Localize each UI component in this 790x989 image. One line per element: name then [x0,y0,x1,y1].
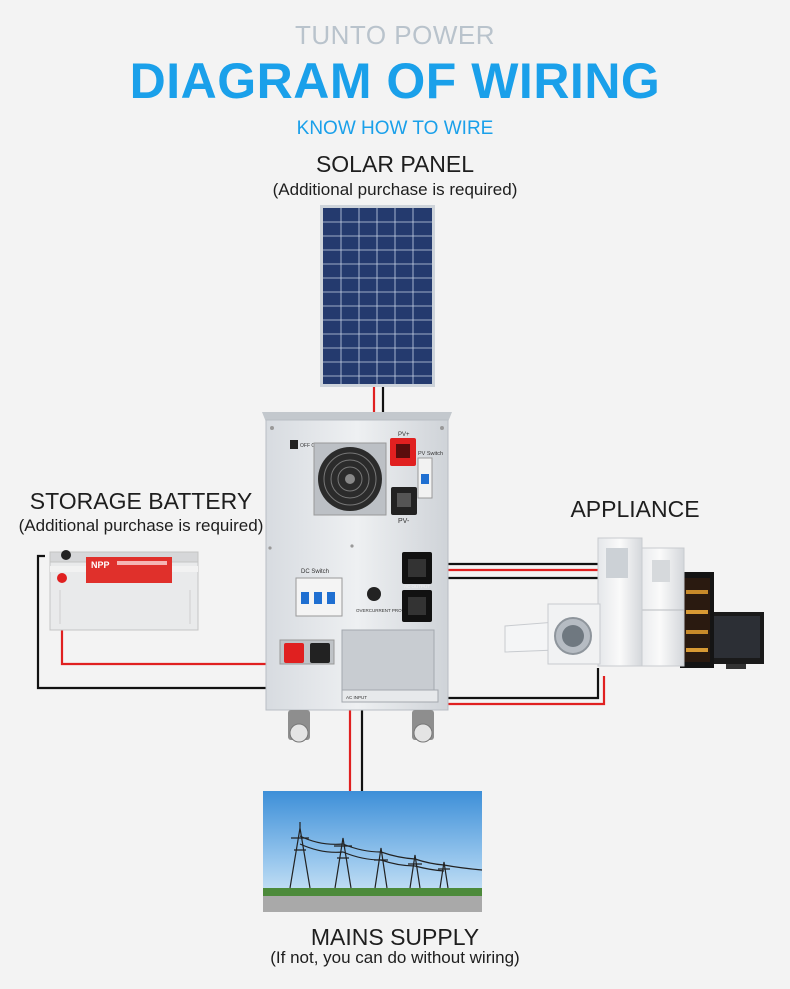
battery-brand-text: NPP [91,560,110,570]
page-title: DIAGRAM OF WIRING [129,53,661,109]
inverter-cabinet: OFF ON PV+ PV- PV Switch DC Switch OVERC… [262,412,452,743]
power-switch-text: OFF ON [300,443,319,449]
appliances [504,537,764,669]
appliance-label: APPLIANCE [570,496,700,522]
pv-plus-text: PV+ [398,432,410,438]
page-subtitle: KNOW HOW TO WIRE [296,118,494,139]
pv-switch-text: PV Switch [418,451,443,457]
mains-supply-note: (If not, you can do without wiring) [270,948,520,967]
dc-switch-text: DC Switch [301,569,329,575]
solar-panel [320,205,435,387]
storage-battery-note: (Additional purchase is required) [18,516,264,535]
mains-supply-label: MAINS SUPPLY [310,924,480,950]
brand-name: TUNTO POWER [294,20,496,50]
solar-panel-label: SOLAR PANEL [315,151,475,177]
pv-minus-text: PV- [398,518,410,525]
mains-supply-picture [263,791,483,912]
storage-battery: NPP [49,550,199,631]
overcurrent-text: OVERCURRENT PROTECTOR [356,608,421,613]
storage-battery-label: STORAGE BATTERY [29,488,253,514]
ac-input-text: AC INPUT [346,695,367,700]
ac-output-text: AC OUTPUT [404,584,430,589]
solar-panel-note: (Additional purchase is required) [272,180,518,199]
